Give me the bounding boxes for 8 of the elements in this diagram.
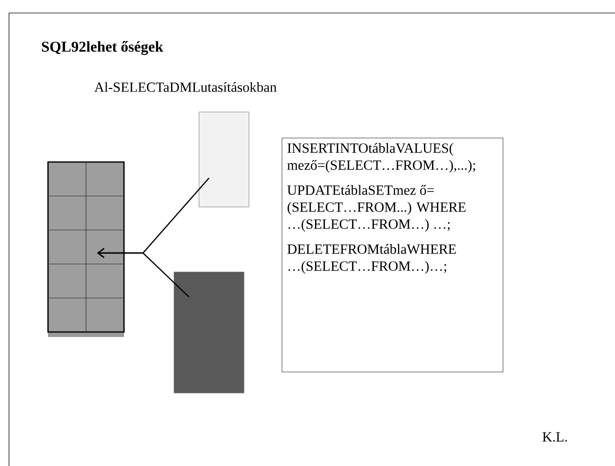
box: [174, 272, 244, 394]
box: [198, 112, 250, 208]
slide-title: SQL92lehet őségek: [42, 41, 164, 55]
author-initials: K.L.: [542, 432, 567, 442]
subtitle: Al-SELECTaDMLutasításokban: [94, 82, 277, 92]
arrow: [97, 248, 190, 298]
table-drawing: [47, 161, 125, 337]
text-box: INSERTINTOtáblaVALUES( mező=(SELECT…FROM…),...); UPDATEtáblaSETmez ő= (SELECT…FROM...) WHERE …(SELECT…FROM…) …; DELETEFROMtáblaWHERE …(SELECT…FROM…)…;: [282, 138, 504, 372]
